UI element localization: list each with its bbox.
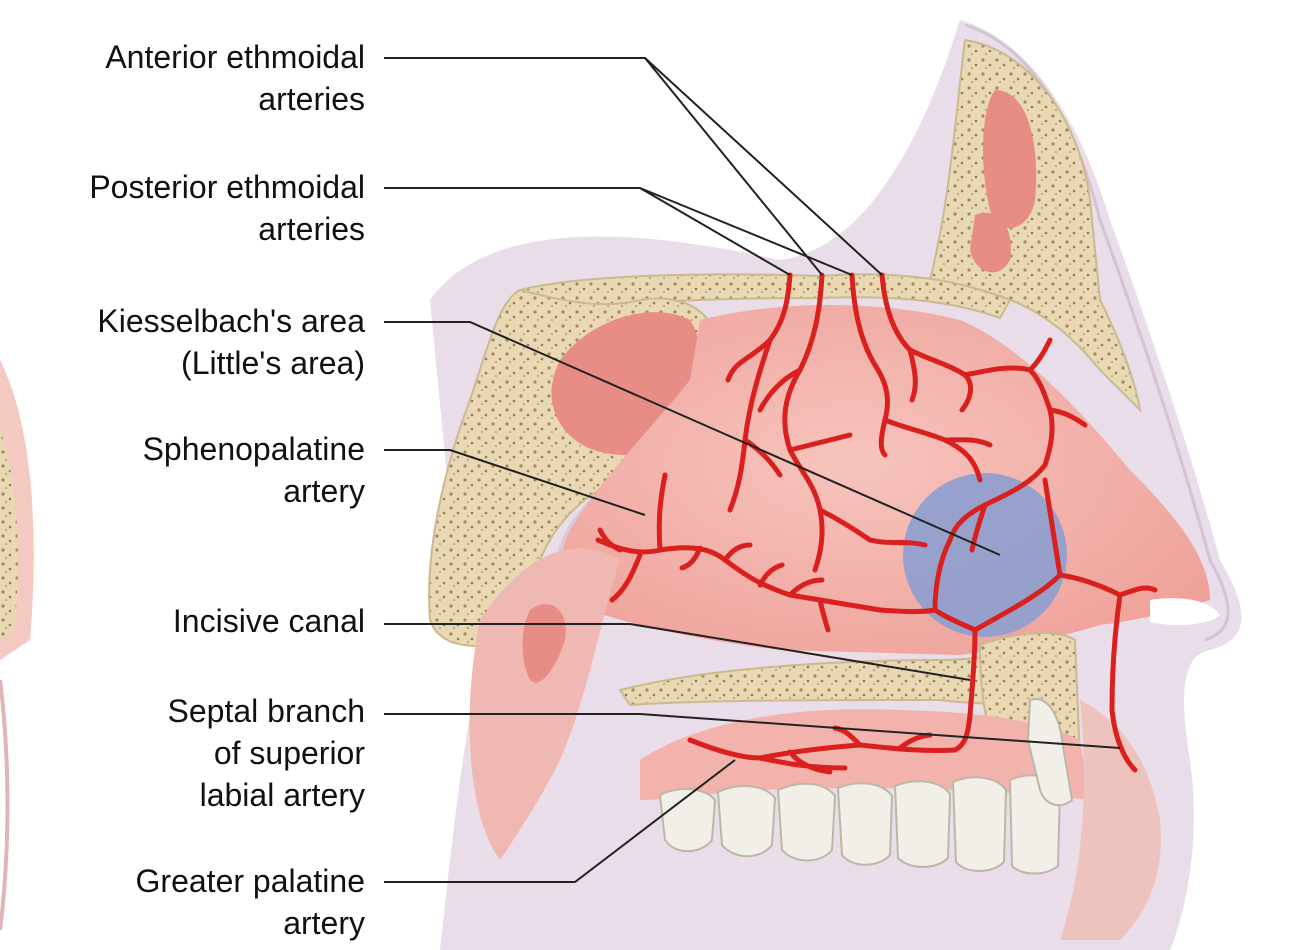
label-line: Anterior ethmoidal — [105, 36, 365, 78]
tooth — [778, 784, 835, 861]
label-line: Posterior ethmoidal — [89, 166, 365, 208]
label-line: arteries — [89, 208, 365, 250]
label-line: Sphenopalatine — [143, 428, 365, 470]
label-line: Incisive canal — [173, 600, 365, 642]
label-anterior-ethmoidal-arteries: Anterior ethmoidal arteries — [105, 36, 365, 120]
label-line: artery — [136, 902, 365, 944]
label-sphenopalatine-artery: Sphenopalatine artery — [143, 428, 365, 512]
label-greater-palatine-artery: Greater palatine artery — [136, 860, 365, 944]
label-kiesselbach-area: Kiesselbach's area (Little's area) — [97, 300, 365, 384]
label-line: (Little's area) — [97, 342, 365, 384]
label-line: labial artery — [168, 774, 365, 816]
label-line: Kiesselbach's area — [97, 300, 365, 342]
tooth — [838, 783, 892, 864]
label-line: Greater palatine — [136, 860, 365, 902]
label-line: of superior — [168, 732, 365, 774]
label-incisive-canal: Incisive canal — [173, 600, 365, 642]
tooth — [660, 789, 715, 851]
label-line: Septal branch — [168, 690, 365, 732]
tooth — [953, 777, 1006, 871]
tooth — [895, 781, 950, 867]
label-line: artery — [143, 470, 365, 512]
label-septal-branch: Septal branch of superior labial artery — [168, 690, 365, 816]
label-posterior-ethmoidal-arteries: Posterior ethmoidal arteries — [89, 166, 365, 250]
tooth — [718, 786, 775, 856]
left-background-structure — [0, 360, 34, 930]
label-line: arteries — [105, 78, 365, 120]
